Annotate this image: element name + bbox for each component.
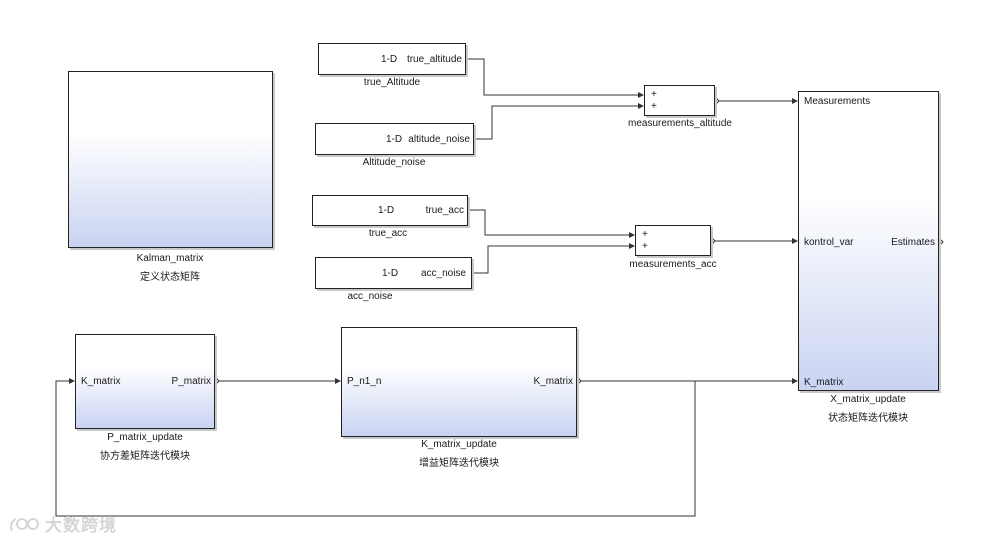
port-k-matrix-in-label: K_matrix	[804, 377, 844, 388]
source-dim: 1-D	[386, 134, 403, 145]
subsystem-p-matrix-update[interactable]: K_matrix P_matrix	[75, 334, 215, 429]
source-port-label: altitude_noise	[408, 134, 470, 145]
caption-k-matrix-update: K_matrix_update	[421, 439, 497, 450]
caption-measurements-acc: measurements_acc	[629, 259, 717, 270]
arrow-sum-acc-in1	[629, 232, 635, 238]
port-estimates-out	[938, 237, 944, 247]
subsystem-x-matrix-update[interactable]: Measurements kontrol_var K_matrix Estima…	[798, 91, 939, 391]
port-k-matrix-out-label: K_matrix	[533, 376, 573, 387]
source-true-altitude[interactable]: 1-D true_altitude	[318, 43, 466, 75]
sum-measurements-altitude[interactable]: + +	[644, 85, 715, 116]
arrow-sum-alt-in1	[638, 92, 644, 98]
watermark: 大数跨境	[8, 511, 117, 536]
sum-sign-2: +	[642, 241, 648, 252]
source-dim: 1-D	[378, 205, 395, 216]
desc-kalman-matrix: 定义状态矩阵	[140, 272, 200, 283]
source-port-label: acc_noise	[420, 268, 466, 279]
caption-true-altitude: true_Altitude	[363, 77, 421, 88]
caption-true-acc: true_acc	[368, 228, 408, 239]
source-altitude-noise[interactable]: 1-D altitude_noise	[315, 123, 474, 155]
caption-acc-noise: acc_noise	[347, 291, 393, 302]
port-p-matrix-out	[214, 376, 220, 386]
arrow-x-kmatrix-in	[792, 378, 798, 384]
port-sum-acc-out	[710, 236, 716, 246]
caption-altitude-noise: Altitude_noise	[362, 157, 426, 168]
port-pn1n-in-label: P_n1_n	[347, 376, 382, 387]
watermark-text: 大数跨境	[45, 516, 117, 536]
caption-x-matrix-update: X_matrix_update	[830, 394, 906, 405]
sum-measurements-acc[interactable]: + +	[635, 225, 711, 256]
caption-kalman-matrix: Kalman_matrix	[136, 253, 204, 264]
port-estimates-out-label: Estimates	[891, 237, 935, 248]
source-dim: 1-D	[381, 54, 398, 65]
signal-altitude-noise	[474, 105, 638, 140]
port-measurements-in-label: Measurements	[804, 96, 871, 107]
arrow-sum-alt-in2	[638, 103, 644, 109]
subsystem-k-matrix-update[interactable]: P_n1_n K_matrix	[341, 327, 577, 437]
arrow-sum-acc-in2	[629, 243, 635, 249]
source-acc-noise[interactable]: 1-D acc_noise	[315, 257, 472, 289]
sum-sign-2: +	[651, 101, 657, 112]
arrow-measurements-in	[792, 98, 798, 104]
port-kontrol-var-in-label: kontrol_var	[804, 237, 854, 248]
signal-true-altitude	[466, 58, 638, 96]
signal-k-feedback	[55, 380, 696, 517]
signal-true-acc	[468, 209, 629, 236]
subsystem-kalman-matrix[interactable]	[68, 71, 273, 248]
sum-sign-1: +	[642, 229, 648, 240]
desc-x-matrix-update: 状态矩阵迭代模块	[828, 413, 908, 424]
desc-p-matrix-update: 协方差矩阵迭代模块	[100, 451, 190, 462]
source-port-label: true_altitude	[406, 54, 462, 65]
port-k-matrix-out	[576, 376, 582, 386]
caption-measurements-altitude: measurements_altitude	[628, 118, 732, 129]
arrow-kontrol-in	[792, 238, 798, 244]
arrow-p-kmatrix-in	[69, 378, 75, 384]
port-sum-alt-out	[714, 96, 720, 106]
signal-acc-noise	[472, 245, 629, 274]
source-port-label: true_acc	[425, 205, 464, 216]
caption-p-matrix-update: P_matrix_update	[107, 432, 183, 443]
desc-k-matrix-update: 增益矩阵迭代模块	[419, 458, 499, 469]
source-true-acc[interactable]: 1-D true_acc	[312, 195, 468, 226]
arrow-pn1n-in	[335, 378, 341, 384]
sum-sign-1: +	[651, 89, 657, 100]
watermark-logo-icon	[10, 518, 39, 532]
port-k-matrix-in-label: K_matrix	[81, 376, 121, 387]
port-p-matrix-out-label: P_matrix	[171, 376, 211, 387]
source-dim: 1-D	[382, 268, 399, 279]
